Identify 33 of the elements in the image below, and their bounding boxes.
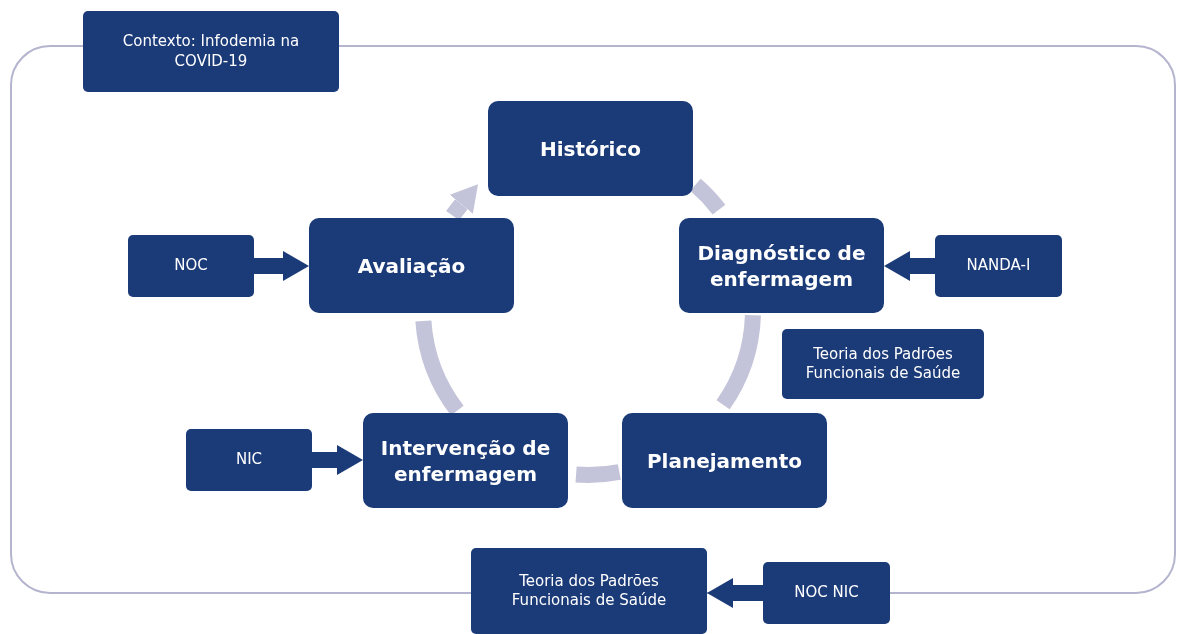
note-box (83, 11, 339, 92)
arrow (254, 251, 309, 281)
node-label: Diagnóstico de enfermagem (696, 239, 867, 292)
arrow (884, 251, 935, 281)
note-box (186, 429, 312, 491)
cycle-arc (575, 464, 621, 483)
node-label: Histórico (539, 135, 642, 162)
node-label: Intervenção de enfermagem (379, 434, 552, 487)
node-label: NANDA-I (966, 256, 1031, 276)
process-box (309, 218, 514, 313)
note-box (763, 562, 890, 624)
note-box (782, 329, 984, 399)
process-box (679, 218, 884, 313)
node-label: Teoria dos Padrões Funcionais de Saúde (804, 344, 962, 384)
node-label: Planejamento (646, 447, 803, 474)
node-label: Teoria dos Padrões Funcionais de Saúde (510, 571, 668, 611)
process-box (363, 413, 568, 508)
node-label: NOC NIC (794, 583, 859, 603)
process-box (488, 101, 693, 196)
node-label: Contexto: Infodemia na COVID-19 (121, 32, 301, 71)
arrow (312, 445, 363, 475)
cycle-arc (716, 314, 761, 409)
arrow (446, 184, 478, 221)
node-label: Avaliação (357, 252, 466, 279)
note-box (128, 235, 254, 297)
note-box (471, 548, 707, 634)
process-box (622, 413, 827, 508)
arrow (707, 578, 763, 608)
note-box (935, 235, 1062, 297)
cycle-arc (690, 178, 726, 215)
cycle-arc (415, 320, 464, 416)
node-label: NIC (235, 450, 263, 470)
node-label: NOC (174, 256, 208, 276)
